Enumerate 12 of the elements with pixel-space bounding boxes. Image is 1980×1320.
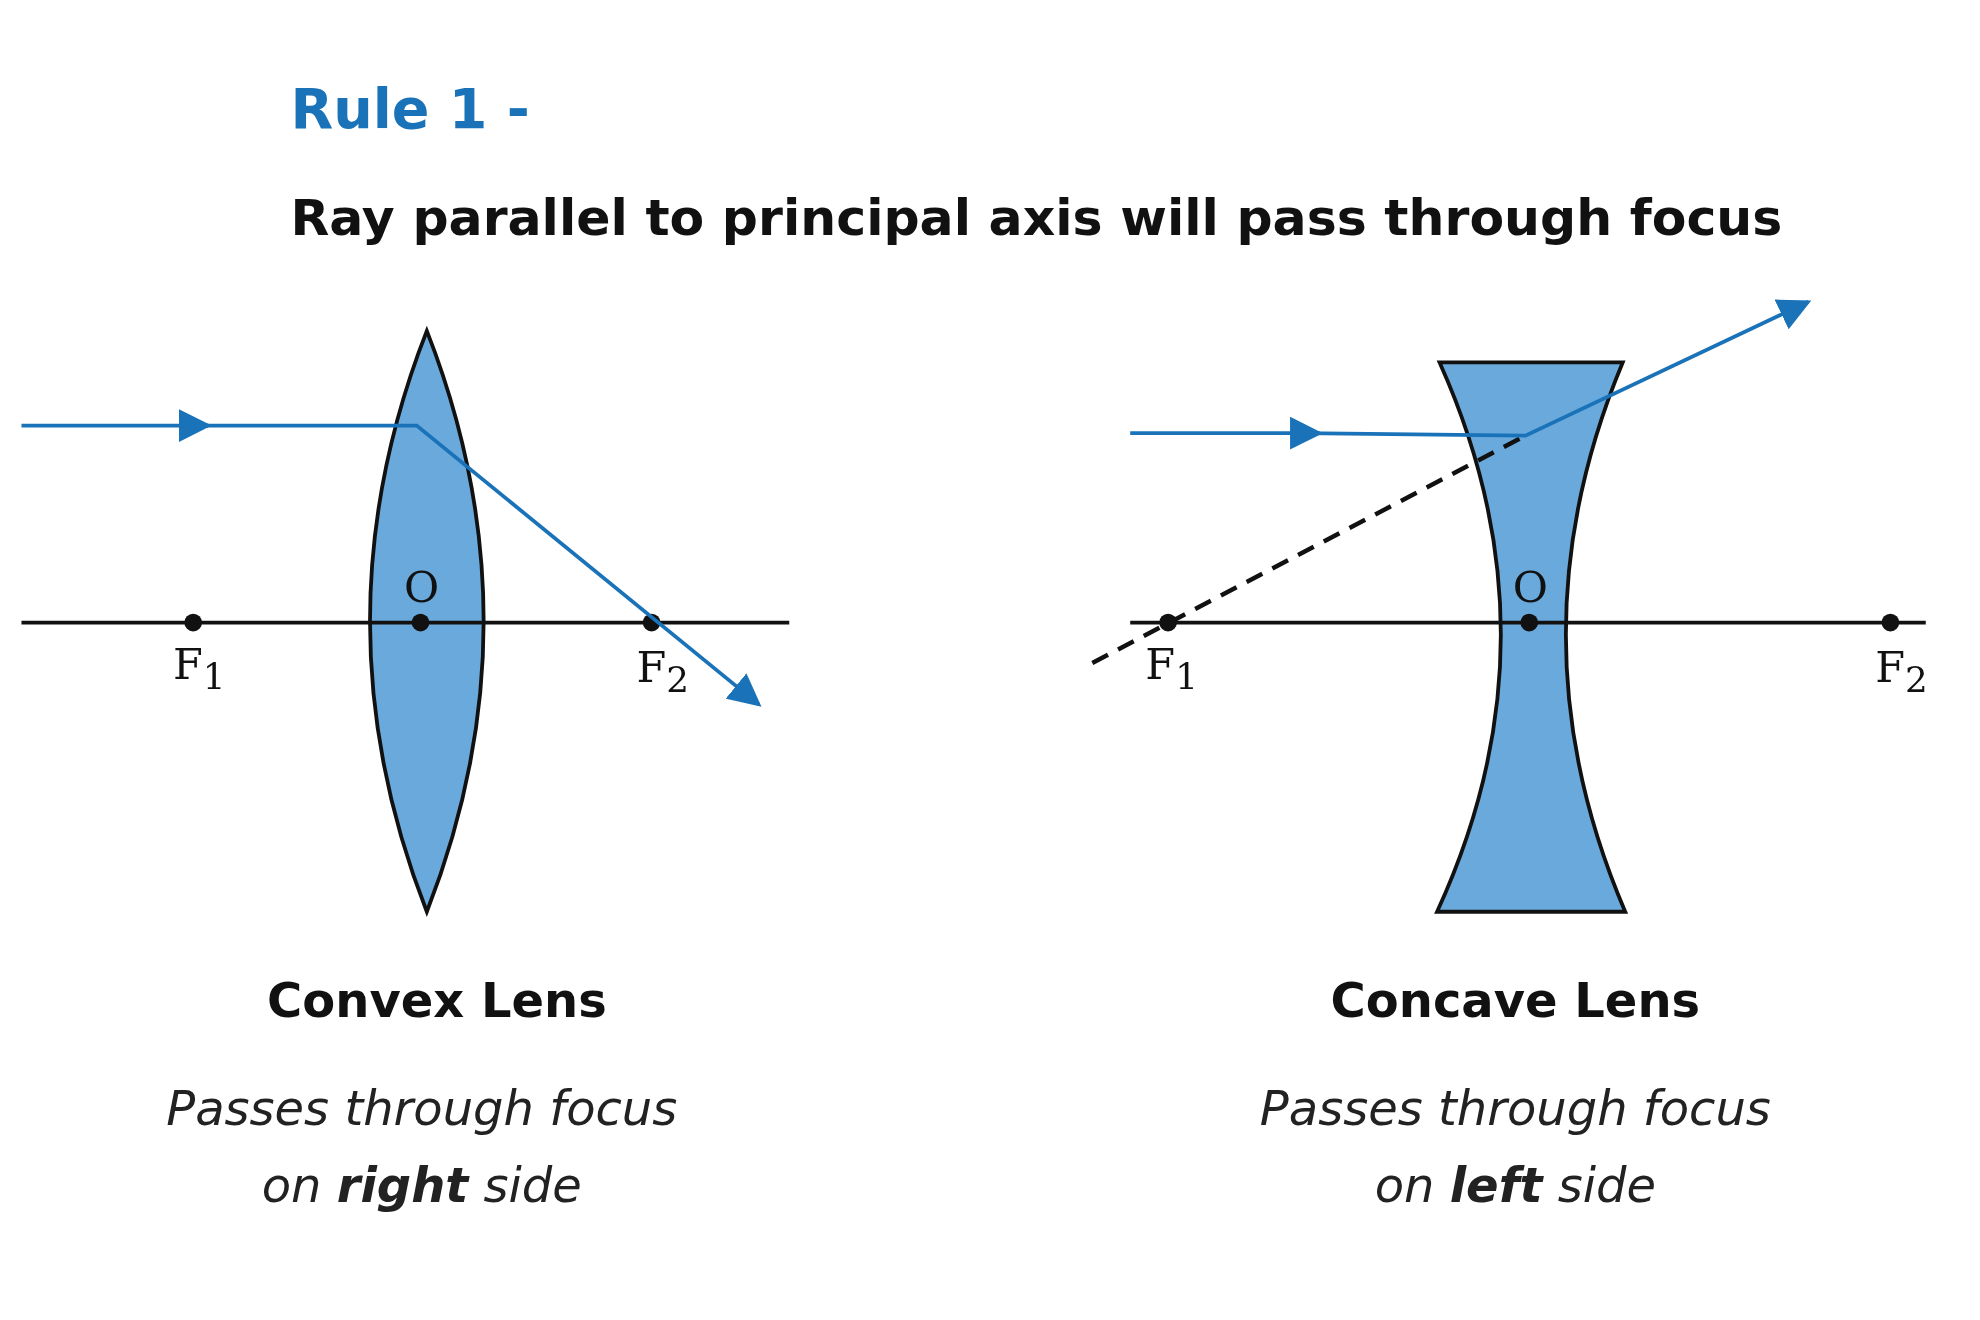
point-label: F$_{2}$ — [636, 644, 689, 700]
point-label: F$_{1}$ — [1145, 641, 1198, 697]
point-label: F$_{2}$ — [1875, 644, 1928, 700]
point-label: F$_{1}$ — [173, 641, 226, 697]
lens-name: Convex Lens — [266, 974, 608, 1028]
point-label: O — [404, 564, 440, 612]
lens-name: Concave Lens — [1329, 974, 1702, 1028]
rule-heading: Rule 1 - — [290, 78, 530, 140]
rule-description: Passes through focus on left side — [1258, 1079, 1772, 1216]
point-label: O — [1512, 564, 1549, 612]
rule-description: Passes through focus on right side — [165, 1079, 679, 1216]
rule-statement: Ray parallel to principal axis will pass through focus — [290, 189, 1783, 245]
